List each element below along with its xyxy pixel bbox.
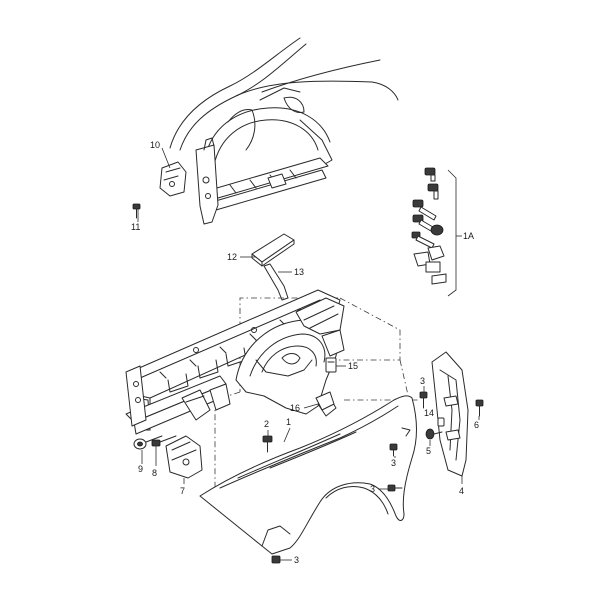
part-1a-fastener-set (411, 167, 447, 285)
callout-9: 9 (138, 464, 143, 474)
leader-10 (161, 147, 171, 169)
part-1-wing-panel (199, 395, 417, 555)
leader-16 (303, 403, 319, 409)
callout-5: 5 (426, 446, 431, 456)
front-frame-structure (125, 289, 345, 435)
part-8-bolt (151, 435, 177, 447)
callout-15: 15 (348, 361, 358, 371)
part-3-bolt-mid (389, 443, 398, 457)
callout-3-mid: 3 (391, 458, 396, 468)
callout-6: 6 (474, 420, 479, 430)
callout-16: 16 (290, 403, 300, 413)
leader-1 (283, 427, 291, 443)
callout-13: 13 (294, 267, 304, 277)
part-11-bolt (132, 203, 141, 219)
part-10-bracket (159, 161, 187, 197)
callout-11: 11 (131, 222, 140, 232)
part-4-support-panel (431, 351, 469, 477)
callout-10: 10 (150, 140, 160, 150)
part-14-clip (437, 417, 445, 427)
callout-1a: 1A (463, 231, 474, 241)
part-16-bracket (315, 391, 335, 411)
callout-14: 14 (424, 408, 434, 418)
part-15-clip (325, 357, 337, 373)
callout-3-bottom: 3 (294, 555, 299, 565)
callout-1: 1 (286, 417, 291, 427)
part-12-insulation-block (251, 233, 295, 267)
part-9-bolt (133, 435, 163, 450)
part-5-bolt (425, 428, 443, 440)
part-7-bracket (165, 435, 203, 479)
part-3-bolt-lower (387, 484, 403, 492)
part-3-bolt-upper (419, 391, 428, 409)
callout-8: 8 (152, 468, 157, 478)
part-2-bolt (262, 435, 273, 453)
vehicle-body-top-view (169, 37, 399, 225)
callout-12: 12 (227, 252, 237, 262)
part-3-bolt-bottom (271, 555, 281, 564)
callout-2: 2 (264, 419, 269, 429)
part-13-strip (263, 263, 289, 301)
callout-4: 4 (459, 486, 464, 496)
callout-3-low: 3 (370, 484, 375, 494)
part-6-bolt (475, 399, 484, 417)
callout-7: 7 (180, 486, 185, 496)
callout-3-top: 3 (420, 376, 425, 386)
bracket-1a (447, 169, 457, 297)
